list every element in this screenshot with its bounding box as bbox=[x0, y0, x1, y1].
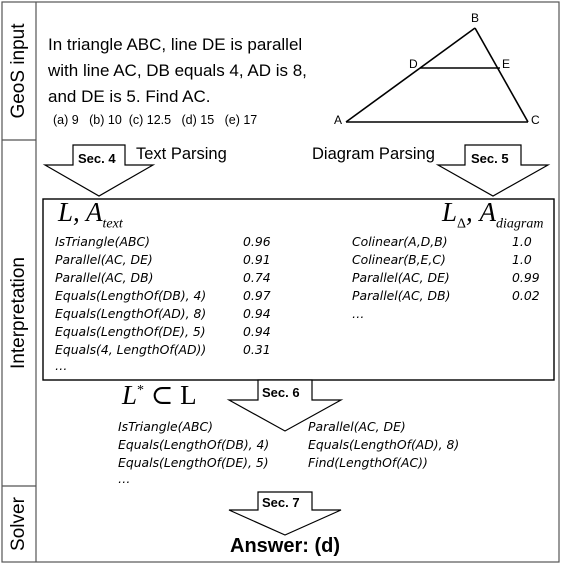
sidebar-interpretation: Interpretation bbox=[8, 257, 29, 369]
list-item-score: 0.94 bbox=[243, 306, 271, 321]
text-parse-list: IsTriangle(ABC) 0.96 Parallel(AC, DE) 0.… bbox=[55, 234, 345, 374]
list-item: Colinear(B,E,C) bbox=[352, 252, 446, 267]
list-item: Equals(LengthOf(AD), 8) bbox=[55, 306, 207, 321]
diagram-parse-header: LΔ, Adiagram bbox=[442, 197, 544, 232]
list-item-score: 1.0 bbox=[512, 252, 532, 267]
solver-sec: Sec. 7 bbox=[262, 495, 300, 510]
text-parsing-sec: Sec. 4 bbox=[78, 151, 116, 166]
list-item: Parallel(AC, DB) bbox=[55, 270, 154, 285]
problem-line: with line AC, DB equals 4, AD is 8, bbox=[48, 61, 307, 80]
diagram-parse-list: Colinear(A,D,B) 1.0 Colinear(B,E,C) 1.0 … bbox=[352, 234, 552, 334]
list-ellipsis: … bbox=[118, 471, 131, 486]
selected-literals: IsTriangle(ABC) Parallel(AC, DE) Equals(… bbox=[118, 419, 518, 489]
diagram-parse-header-main: L bbox=[442, 197, 458, 227]
side-BC bbox=[474, 27, 529, 123]
list-item-score: 1.0 bbox=[512, 234, 532, 249]
selection-header-L: L bbox=[122, 380, 138, 410]
list-item-score: 0.96 bbox=[243, 234, 271, 249]
selection-header: L* ⊂ L bbox=[122, 380, 197, 411]
vertex-label-B: B bbox=[471, 11, 480, 25]
selection-header-rest: ⊂ L bbox=[144, 380, 197, 410]
list-item: Parallel(AC, DE) bbox=[55, 252, 153, 267]
list-item: Equals(LengthOf(AD), 8) bbox=[308, 437, 460, 452]
triangle-diagram bbox=[345, 27, 529, 123]
list-item: Equals(LengthOf(DE), 5) bbox=[118, 455, 269, 470]
side-AB bbox=[345, 27, 476, 123]
list-item-score: 0.31 bbox=[243, 342, 271, 357]
selection-arrow bbox=[226, 379, 344, 432]
sidebar-geos-input: GeoS input bbox=[8, 23, 29, 119]
list-item: IsTriangle(ABC) bbox=[55, 234, 150, 249]
list-item: Parallel(AC, DE) bbox=[308, 419, 406, 434]
diagram-parsing-arrow bbox=[435, 144, 551, 197]
list-item: Equals(LengthOf(DB), 4) bbox=[118, 437, 270, 452]
list-item-score: 0.99 bbox=[512, 270, 540, 285]
diagram-parsing-sec: Sec. 5 bbox=[471, 151, 509, 166]
selection-sec: Sec. 6 bbox=[262, 385, 300, 400]
list-item-score: 0.94 bbox=[243, 324, 271, 339]
text-parse-header: L, Atext bbox=[58, 197, 123, 232]
list-item: IsTriangle(ABC) bbox=[118, 419, 213, 434]
list-item: Equals(LengthOf(DB), 4) bbox=[55, 288, 207, 303]
list-item: Colinear(A,D,B) bbox=[352, 234, 448, 249]
vertex-label-E: E bbox=[502, 57, 511, 71]
list-item: Find(LengthOf(AC)) bbox=[308, 455, 428, 470]
selection-header-star: * bbox=[137, 383, 145, 398]
answer-text: Answer: (d) bbox=[230, 535, 340, 557]
list-item: Parallel(AC, DE) bbox=[352, 270, 450, 285]
problem-line: In triangle ABC, line DE is parallel bbox=[48, 35, 303, 54]
list-item: Equals(LengthOf(DE), 5) bbox=[55, 324, 206, 339]
answer-choices: (a) 9 (b) 10 (c) 12.5 (d) 15 (e) 17 bbox=[53, 113, 258, 127]
text-parsing-arrow bbox=[42, 144, 156, 197]
text-parse-header-main: L, A bbox=[58, 197, 103, 227]
list-item-score: 0.91 bbox=[243, 252, 271, 267]
list-item-score: 0.97 bbox=[243, 288, 271, 303]
diagram-parse-header-delta: Δ bbox=[457, 216, 467, 232]
list-item-score: 0.74 bbox=[243, 270, 271, 285]
vertex-label-D: D bbox=[409, 57, 418, 71]
text-parse-header-sub: text bbox=[102, 216, 123, 232]
text-parsing-label: Text Parsing bbox=[136, 145, 227, 163]
list-item: Equals(4, LengthOf(AD)) bbox=[55, 342, 207, 357]
diagram-parsing-label: Diagram Parsing bbox=[312, 145, 435, 163]
sidebar-solver: Solver bbox=[8, 497, 29, 551]
list-item-score: 0.02 bbox=[512, 288, 540, 303]
vertex-label-C: C bbox=[531, 113, 540, 127]
problem-line: and DE is 5. Find AC. bbox=[48, 87, 211, 106]
problem-text: In triangle ABC, line DE is parallel wit… bbox=[48, 32, 307, 110]
list-item: Parallel(AC, DB) bbox=[352, 288, 451, 303]
list-ellipsis: … bbox=[55, 358, 68, 373]
vertex-label-A: A bbox=[334, 113, 343, 127]
diagram-parse-header-sep: , A bbox=[466, 197, 497, 227]
solver-arrow bbox=[228, 491, 342, 536]
list-ellipsis: … bbox=[352, 306, 365, 321]
diagram-parse-header-sub: diagram bbox=[496, 216, 544, 232]
